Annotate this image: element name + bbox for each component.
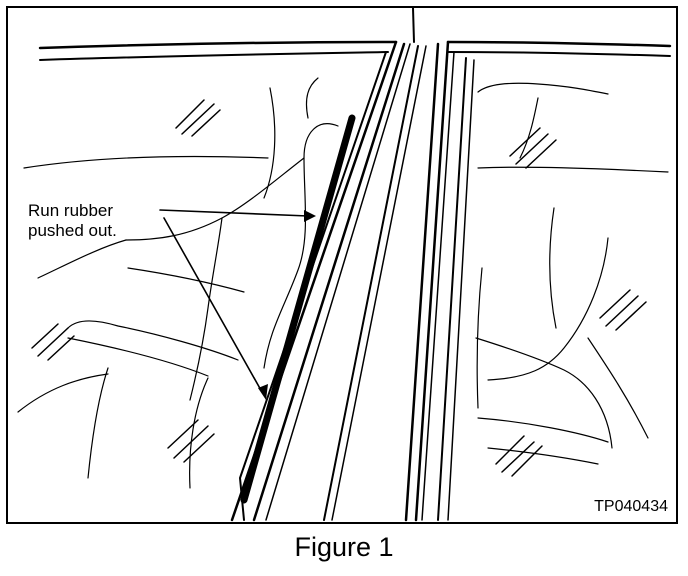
figure-caption: Figure 1 [294,532,394,562]
top-wire [412,8,415,43]
callout-leader-lines [159,209,309,393]
glass-hatch-rear [495,127,647,477]
center-pillar [323,42,440,522]
rear-seat-outline [475,82,669,465]
callout-line-1: Run rubber [28,201,114,220]
reference-code: TP040434 [594,498,668,515]
glass-hatch-front [31,99,221,463]
pillar-illustration [17,8,672,522]
rear-door-frame [414,40,475,522]
run-rubber-pushed-out [240,114,356,504]
callout-line-2: pushed out. [28,221,117,240]
callout-arrowheads [258,210,316,400]
figure-frame: Run rubber pushed out. TP040434 [6,6,678,524]
front-seat-outline [17,77,339,489]
callout-label: Run rubber pushed out. [28,201,117,241]
roof-edge-left [38,40,398,61]
roof-edge-right [446,40,672,57]
